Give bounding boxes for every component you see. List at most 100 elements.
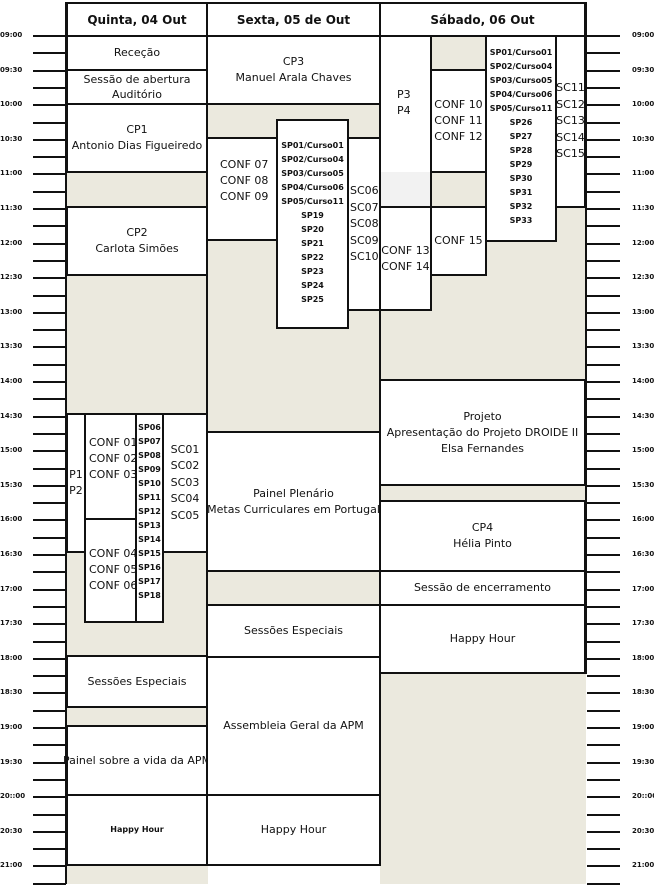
sp-item: SP01/Curso01 [489, 48, 553, 57]
time-label-left: 14:00 [0, 377, 23, 385]
time-label-left: 09:00 [0, 31, 23, 39]
time-label-right: 09:30 [632, 65, 654, 74]
sp-item: SP30 [509, 174, 533, 183]
time-tick-minor [33, 571, 66, 574]
sp-item: SP05/Curso11 [489, 104, 553, 113]
time-tick-minor [587, 813, 620, 816]
session-especiais-fri: Sessões Especiais [206, 604, 381, 658]
time-label-left: 17:00 [0, 584, 23, 593]
time-tick-minor [33, 744, 66, 747]
time-tick [33, 277, 66, 280]
time-label-left: 20::00 [0, 792, 26, 801]
session-encerramento: Sessão de encerramento [379, 570, 586, 606]
time-tick-minor [587, 502, 620, 505]
time-label-right: 17:00 [632, 584, 654, 593]
time-tick [587, 830, 620, 833]
time-label-right: 14:00 [632, 377, 654, 385]
time-tick [33, 35, 66, 37]
session-happy-hour-fri: Happy Hour [206, 794, 381, 866]
time-label-right: 11:30 [632, 204, 654, 212]
time-tick-minor [33, 709, 66, 712]
time-tick-minor [587, 675, 620, 678]
time-tick-minor [33, 432, 66, 435]
time-tick [587, 623, 620, 626]
time-tick [587, 208, 620, 210]
sp-item: SP03/Curso05 [281, 169, 344, 178]
session-conf-15: CONF 15 [430, 206, 487, 276]
time-label-left: 16:30 [0, 550, 23, 558]
time-label-right: 13:30 [632, 342, 654, 351]
session-especiais-thu: Sessões Especiais [66, 655, 208, 708]
sp-item: SP08 [138, 451, 161, 460]
time-tick [33, 692, 66, 695]
time-tick [587, 657, 620, 660]
time-label-right: 21:00 [632, 861, 654, 870]
time-label-left: 12:30 [0, 273, 23, 282]
time-label-right: 16:30 [632, 550, 654, 558]
time-tick-minor [587, 86, 620, 89]
time-label-left: 13:30 [0, 342, 23, 351]
time-label-right: 11:00 [632, 169, 654, 178]
column-divider-fri-sat [379, 2, 381, 866]
time-label-right: 20:30 [632, 826, 654, 835]
time-label-right: 09:00 [632, 31, 654, 39]
time-tick [587, 761, 620, 764]
time-tick [587, 588, 620, 591]
time-tick-minor [33, 121, 66, 124]
sp-item: SP26 [509, 118, 533, 127]
sp-item: SP04/Curso06 [489, 90, 553, 99]
time-tick [587, 104, 620, 107]
time-label-right: 12:00 [632, 238, 654, 247]
time-tick-minor [587, 52, 620, 55]
sp-item: SP16 [138, 563, 161, 572]
time-tick [33, 796, 66, 799]
time-tick [587, 69, 620, 72]
time-tick-minor [33, 813, 66, 816]
time-tick [587, 796, 620, 799]
column-divider-left [65, 2, 67, 884]
sp-item: SP10 [138, 479, 161, 488]
time-label-left: 13:00 [0, 307, 23, 316]
time-label-left: 21:00 [0, 861, 23, 870]
time-label-right: 16:00 [632, 515, 654, 524]
time-tick [33, 69, 66, 72]
time-label-left: 14:30 [0, 411, 23, 420]
time-tick-minor [33, 467, 66, 470]
time-tick-minor [33, 156, 66, 159]
time-tick-minor [587, 571, 620, 574]
time-tick-minor [587, 744, 620, 747]
time-tick-minor [587, 294, 620, 297]
time-tick [33, 415, 66, 418]
sp-item: SP12 [138, 507, 161, 516]
time-tick [33, 484, 66, 487]
time-tick-minor [587, 225, 620, 228]
time-tick [33, 208, 66, 210]
time-tick-minor [587, 848, 620, 851]
time-tick [33, 865, 66, 868]
sp-item: SP09 [138, 465, 161, 474]
time-label-right: 17:30 [632, 619, 654, 628]
time-label-left: 11:00 [0, 169, 23, 178]
sp-item: SP05/Curso11 [281, 197, 344, 206]
time-tick-minor [587, 432, 620, 435]
time-label-left: 12:00 [0, 238, 23, 247]
time-label-left: 16:00 [0, 515, 23, 524]
session-happy-hour-thu: Happy Hour [66, 794, 208, 866]
time-tick-minor [33, 778, 66, 781]
sp-item: SP07 [138, 437, 161, 446]
sp-item: SP33 [509, 216, 533, 225]
session-rececao: Receção [66, 35, 208, 71]
time-tick [587, 346, 620, 349]
time-tick-minor [33, 52, 66, 55]
time-label-left: 20:30 [0, 826, 23, 835]
time-tick-minor [33, 329, 66, 332]
